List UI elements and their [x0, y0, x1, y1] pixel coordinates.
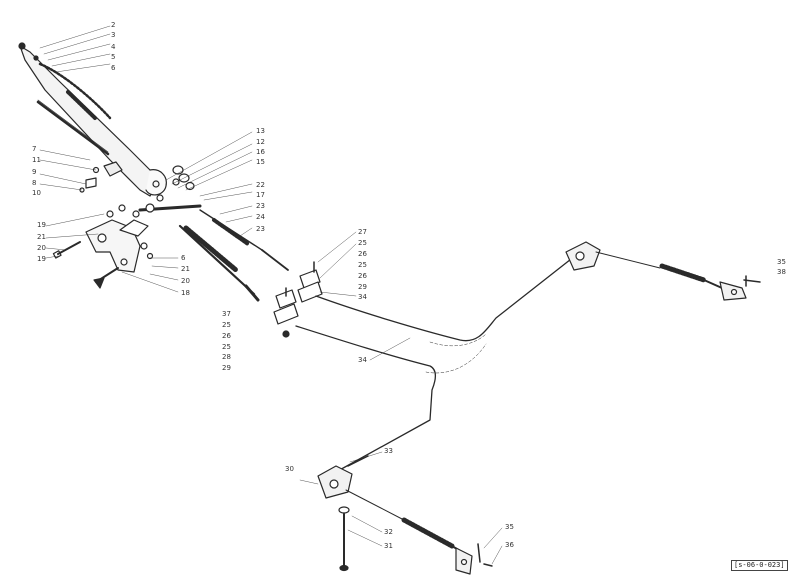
cable-clamps [273, 261, 323, 338]
part-label-36: 36 [505, 541, 514, 549]
bracket-bolts [52, 241, 119, 289]
part-label-23: 23 [256, 202, 265, 210]
part-label-26c: 26 [222, 332, 231, 340]
part-label-27: 27 [358, 228, 367, 236]
part-label-35b: 35 [777, 258, 786, 266]
part-label-10: 10 [32, 189, 41, 197]
part-label-28: 28 [222, 353, 231, 361]
mounting-bracket [85, 204, 154, 273]
part-label-25d: 25 [222, 343, 231, 351]
part-label-26b: 26 [358, 272, 367, 280]
part-label-29b: 29 [222, 364, 231, 372]
handbrake-lever [18, 42, 167, 197]
lower-cable-guide [317, 455, 493, 575]
part-label-8: 8 [32, 179, 37, 187]
part-label-18: 18 [181, 289, 190, 297]
part-label-23b: 23 [256, 225, 265, 233]
part-label-24: 24 [256, 213, 265, 221]
part-label-30: 30 [285, 465, 294, 473]
leader-lines [39, 25, 503, 565]
part-label-12: 12 [256, 138, 265, 146]
part-label-20: 20 [37, 244, 46, 252]
part-label-33: 33 [384, 447, 393, 455]
part-label-26: 26 [358, 250, 367, 258]
part-label-6: 6 [111, 64, 116, 72]
part-label-6b: 6 [181, 254, 186, 262]
rear-cables [295, 251, 581, 473]
part-label-16: 16 [256, 148, 265, 156]
part-label-35: 35 [505, 523, 514, 531]
part-label-7: 7 [32, 145, 37, 153]
part-label-38: 38 [777, 268, 786, 276]
part-label-32: 32 [384, 528, 393, 536]
pivot-hardware [138, 165, 202, 213]
equalizer-rod [178, 209, 289, 302]
part-label-15: 15 [256, 158, 265, 166]
figure-reference-code: [s-06-0-023] [731, 560, 788, 571]
part-label-4: 4 [111, 43, 116, 51]
part-label-25b: 25 [358, 261, 367, 269]
part-label-19: 19 [37, 221, 46, 229]
part-label-13: 13 [256, 127, 265, 135]
part-label-22: 22 [256, 181, 265, 189]
part-label-21b: 21 [181, 265, 190, 273]
pawl-parts [79, 161, 123, 193]
part-label-3: 3 [111, 31, 116, 39]
part-label-9: 9 [32, 168, 37, 176]
part-label-5: 5 [111, 53, 116, 61]
part-label-20b: 20 [181, 277, 190, 285]
ratchet-rod [36, 99, 110, 156]
part-label-25: 25 [358, 239, 367, 247]
part-label-19b: 19 [37, 255, 46, 263]
long-bolt [338, 506, 350, 572]
right-cable-guide [565, 241, 761, 301]
part-label-17: 17 [256, 191, 265, 199]
part-label-29: 29 [358, 283, 367, 291]
part-label-11: 11 [32, 156, 41, 164]
part-label-34: 34 [358, 293, 367, 301]
part-label-2: 2 [111, 21, 116, 29]
part-label-21: 21 [37, 233, 46, 241]
part-label-25c: 25 [222, 321, 231, 329]
part-label-31: 31 [384, 542, 393, 550]
part-label-34b: 34 [358, 356, 367, 364]
part-label-37: 37 [222, 310, 231, 318]
